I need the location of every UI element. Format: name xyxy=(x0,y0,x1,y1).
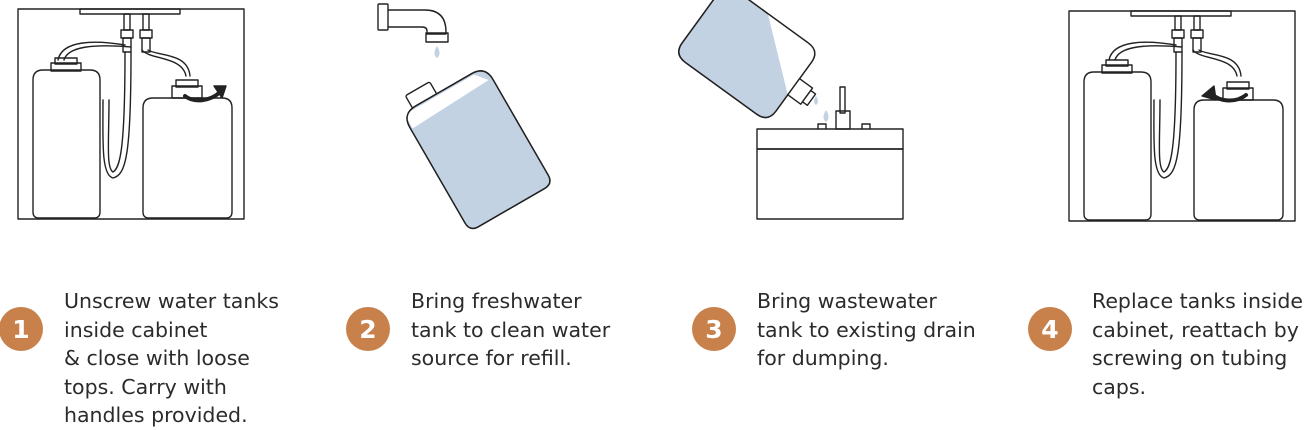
step-text-line: for dumping. xyxy=(757,346,889,370)
step-number-badge: 2 xyxy=(346,307,390,351)
step-number-badge: 4 xyxy=(1028,307,1072,351)
step-description: Replace tanks inside cabinet, reattach b… xyxy=(1092,287,1303,401)
step-description: Bring freshwater tank to clean water sou… xyxy=(411,287,610,373)
step-number-badge: 3 xyxy=(692,307,736,351)
step-text-line: handles provided. xyxy=(64,403,248,427)
step-text-line: inside cabinet xyxy=(64,317,208,342)
step-text-line: tank to clean water xyxy=(411,317,611,342)
step-text-line: cabinet, reattach by xyxy=(1092,317,1299,342)
step-text-line: screwing on tubing xyxy=(1092,346,1288,370)
illustrations xyxy=(17,0,1296,230)
step-text-line: caps. xyxy=(1092,374,1147,399)
step-text-line: tank to existing drain xyxy=(757,317,976,342)
cabinet-illustration-step-4 xyxy=(1068,10,1296,222)
drain-dump-illustration-step-3 xyxy=(678,0,904,220)
step-text-line: source for refill. xyxy=(411,346,572,370)
step-text-line: & close with loose xyxy=(64,346,250,370)
step-text-line: Bring wastewater xyxy=(757,289,937,313)
cabinet-illustration-step-1 xyxy=(17,8,245,220)
faucet-refill-illustration-step-2 xyxy=(377,3,551,230)
step-text-line: Bring freshwater xyxy=(411,289,582,313)
step-text-line: Replace tanks inside xyxy=(1092,289,1303,313)
step-text-line: tops. Carry with xyxy=(64,374,227,399)
step-description: Bring wastewater tank to existing drain … xyxy=(757,287,976,373)
step-number-badge: 1 xyxy=(0,307,43,351)
step-text-line: Unscrew water tanks xyxy=(64,289,279,313)
step-description: Unscrew water tanks inside cabinet & clo… xyxy=(64,287,279,430)
